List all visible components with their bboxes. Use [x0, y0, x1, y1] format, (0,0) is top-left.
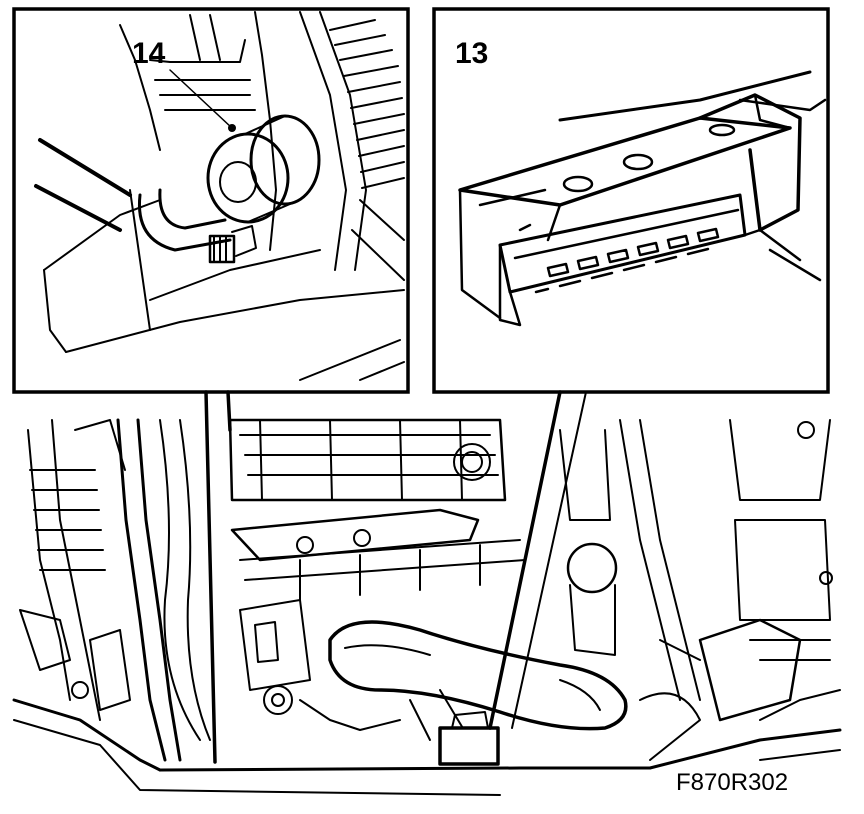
- leader-line-13-left: [226, 390, 232, 432]
- leader-line-13-outer: [511, 391, 587, 729]
- leader-line-14: [204, 390, 217, 764]
- callout-label-14: 14: [132, 37, 166, 70]
- engine-bay-overview: [12, 418, 842, 796]
- callout-label-13: 13: [455, 37, 488, 70]
- detail-inset-14: 14: [12, 7, 410, 394]
- inset-frame-13: [432, 7, 830, 394]
- inset-frame-14: [12, 7, 410, 394]
- bay-connector-13: [438, 726, 500, 766]
- figure-id: F870R302: [676, 769, 788, 796]
- inset-leader-lines: [204, 390, 587, 764]
- leader-line-13: [488, 390, 562, 730]
- detail-inset-13: 13: [432, 7, 830, 394]
